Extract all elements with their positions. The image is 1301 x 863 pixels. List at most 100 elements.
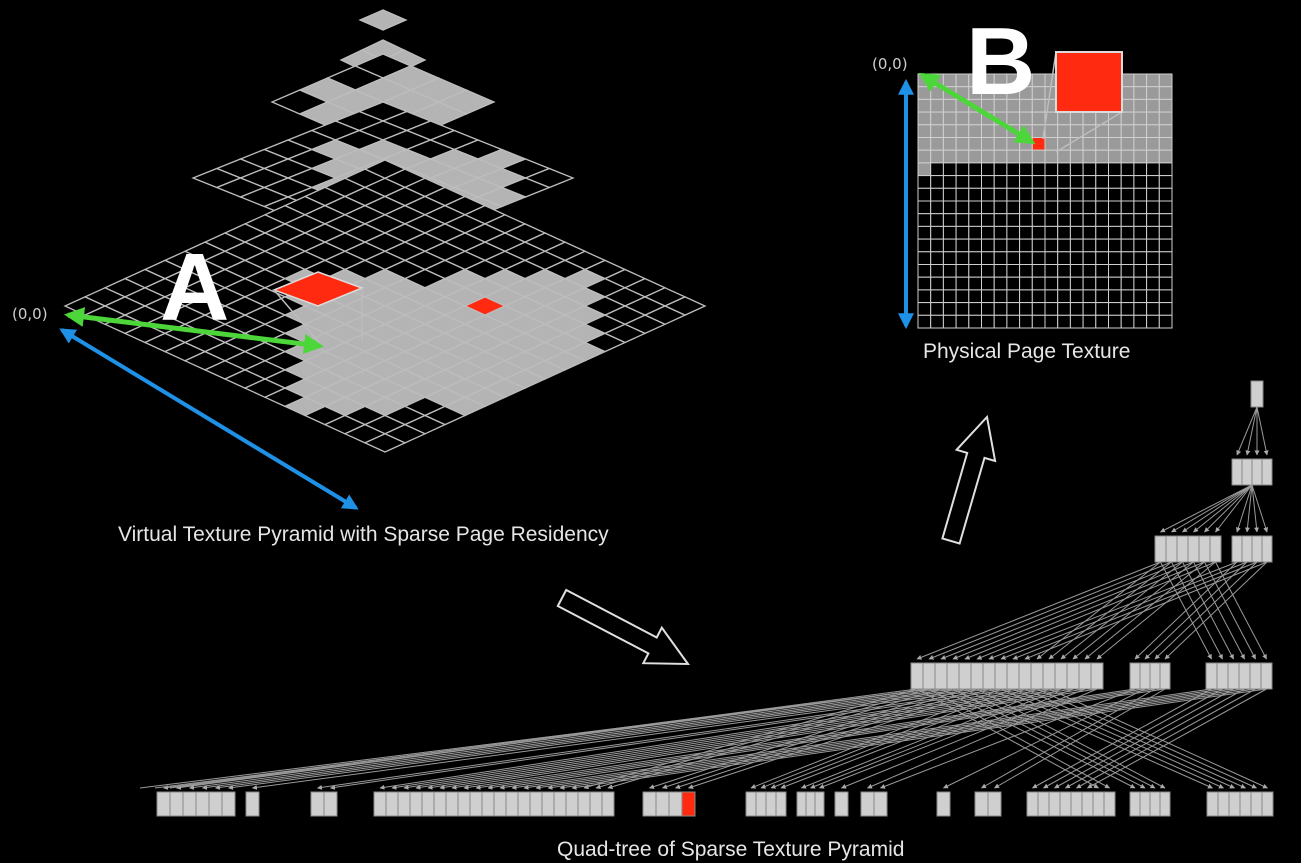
- physical-page: [981, 175, 995, 189]
- physical-page: [1044, 124, 1059, 139]
- physical-page: [1158, 149, 1173, 164]
- physical-page: [1158, 175, 1173, 189]
- quad-tree: [139, 380, 1274, 817]
- physical-page: [981, 124, 995, 139]
- physical-page: [930, 137, 944, 151]
- physical-page: [1006, 276, 1021, 291]
- physical-page: [1082, 187, 1097, 202]
- tree-node: [1187, 535, 1200, 563]
- physical-page: [1095, 289, 1110, 304]
- physical-page: [1069, 111, 1084, 126]
- tree-edge: [202, 688, 954, 790]
- physical-page: [1146, 137, 1160, 151]
- physical-page: [993, 238, 1008, 253]
- tree-node: [1249, 662, 1262, 690]
- physical-page: [955, 225, 970, 240]
- physical-page: [1019, 251, 1033, 266]
- physical-page: [1019, 162, 1033, 177]
- physical-page: [1158, 98, 1173, 113]
- physical-page: [1019, 314, 1033, 329]
- tree-edge: [1171, 561, 1223, 660]
- physical-page: [968, 187, 982, 202]
- tree-node: [1129, 791, 1141, 817]
- physical-page: [1082, 175, 1097, 189]
- physical-page: [1082, 289, 1097, 304]
- physical-page: [1069, 225, 1084, 240]
- physical-page: [917, 111, 932, 126]
- physical-page: [1158, 314, 1173, 329]
- physical-page: [1057, 238, 1071, 253]
- physical-page: [1146, 314, 1160, 329]
- tree-node: [541, 791, 555, 817]
- tree-edge: [1134, 561, 1238, 660]
- tree-node: [642, 791, 657, 817]
- physical-page: [1146, 149, 1160, 164]
- physical-page: [1006, 225, 1021, 240]
- physical-page: [917, 86, 932, 100]
- tree-node: [1217, 791, 1230, 817]
- tree-node: [1261, 791, 1274, 817]
- tree-edge: [988, 561, 1238, 660]
- physical-page: [1031, 238, 1046, 253]
- physical-page: [955, 149, 970, 164]
- physical-page: [1133, 175, 1148, 189]
- physical-page: [1146, 289, 1160, 304]
- physical-page: [1120, 137, 1135, 151]
- zoom-page: [271, 271, 365, 307]
- physical-page: [1044, 314, 1059, 329]
- tree-edge: [499, 688, 1166, 790]
- physical-page: [955, 200, 970, 215]
- tree-node: [195, 791, 210, 817]
- tree-edge: [391, 688, 1038, 790]
- tree-edge: [928, 561, 1172, 660]
- physical-page: [968, 200, 982, 215]
- physical-page: [930, 213, 944, 227]
- physical-page: [1158, 162, 1173, 177]
- tree-edge: [1000, 688, 1224, 789]
- tree-edge: [169, 688, 931, 789]
- physical-page: [1019, 289, 1033, 304]
- tree-edge: [1235, 484, 1253, 533]
- physical-page: [1120, 73, 1135, 88]
- tree-node: [421, 791, 435, 817]
- physical-page: [1133, 289, 1148, 304]
- physical-page: [1006, 213, 1021, 227]
- physical-page: [1158, 264, 1173, 278]
- tree-node: [834, 791, 849, 817]
- physical-page: [942, 187, 957, 202]
- physical-page: [1019, 175, 1033, 189]
- physical-page: [1069, 302, 1084, 316]
- physical-page: [1069, 314, 1084, 329]
- tree-edge: [1245, 406, 1258, 456]
- physical-page: [1006, 302, 1021, 316]
- physical-page: [1057, 111, 1071, 126]
- physical-page: [1146, 302, 1160, 316]
- zoom-page: [1055, 51, 1123, 113]
- physical-page: [993, 187, 1008, 202]
- physical-page: [1146, 276, 1160, 291]
- physical-page: [1082, 213, 1097, 227]
- physical-page: [955, 137, 970, 151]
- physical-page: [1057, 213, 1071, 227]
- physical-page: [1146, 124, 1160, 139]
- physical-page: [930, 289, 944, 304]
- label-b: B: [966, 8, 1036, 115]
- physical-page: [917, 98, 932, 113]
- tree-node: [987, 791, 1002, 817]
- tree-node: [814, 791, 825, 817]
- physical-page: [1158, 137, 1173, 151]
- physical-page: [1133, 111, 1148, 126]
- physical-page: [1082, 251, 1097, 266]
- tree-edge: [952, 561, 1194, 660]
- tree-node: [745, 791, 757, 817]
- tree-node: [974, 791, 989, 817]
- physical-page: [955, 302, 970, 316]
- tree-node: [529, 791, 543, 817]
- virtual-texture-pyramid: [59, 9, 707, 510]
- physical-page: [1057, 149, 1071, 164]
- physical-page: [1133, 314, 1148, 329]
- physical-page: [1133, 187, 1148, 202]
- physical-page: [1095, 162, 1110, 177]
- physical-page: [968, 149, 982, 164]
- tree-node: [655, 791, 670, 817]
